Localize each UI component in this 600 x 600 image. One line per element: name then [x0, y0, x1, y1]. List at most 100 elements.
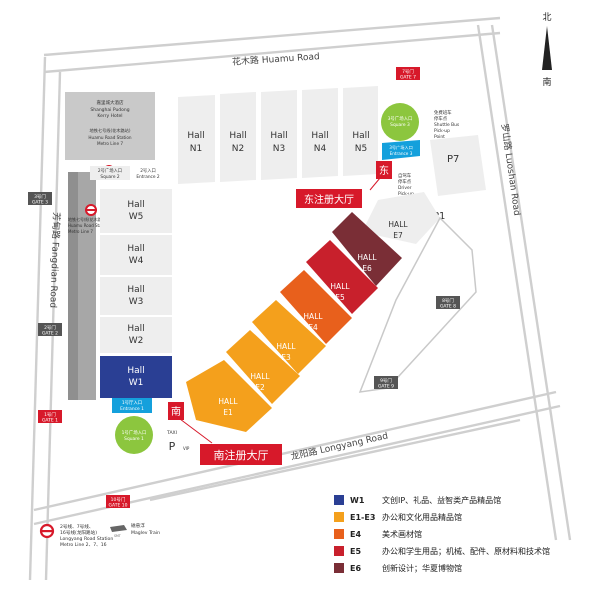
hall-e6[interactable]	[332, 212, 402, 286]
metro-bottom-l3: Longyang Road Station	[60, 536, 113, 542]
shuttle-l1: 免费班车	[434, 109, 452, 116]
taxi-label: TAXI	[166, 430, 177, 436]
gate8-en: GATE 8	[440, 304, 456, 310]
metro-left-l3: Metro Line 7	[68, 229, 93, 234]
square3-circle[interactable]	[381, 103, 419, 141]
hall-n3-l2: N3	[273, 144, 285, 154]
hall-w1-l1: Hall	[127, 366, 144, 376]
hall-n5[interactable]	[343, 86, 378, 176]
hall-e5[interactable]	[306, 240, 378, 314]
hall-e4-l2: E4	[308, 323, 318, 332]
hall-w5[interactable]	[100, 189, 172, 233]
hotel-label-en2: Kerry Hotel	[97, 113, 122, 119]
square1-en: Square 1	[124, 436, 144, 442]
compass-north-label: 北	[542, 12, 551, 23]
gate10-en: GATE 10	[109, 503, 128, 509]
east-reg-label: 东注册大厅	[304, 193, 354, 206]
hall-w5-l1: Hall	[127, 200, 144, 210]
legend-desc-e5: 办公和学生用品；机械、配件、原材料和技术馆	[382, 546, 550, 556]
hall-e3-l1: HALL	[276, 342, 296, 351]
hall-w2-l1: Hall	[127, 324, 144, 334]
hall-w3-l2: W3	[129, 297, 144, 307]
shuttle-l3: Shuttle Bus	[434, 122, 460, 128]
gate7-box[interactable]	[396, 67, 420, 80]
hall-w4[interactable]	[100, 235, 172, 275]
shuttle-l2: 停车点	[434, 115, 448, 122]
metro-top-l2: Huamu Road Station	[88, 135, 132, 140]
hall-w3[interactable]	[100, 277, 172, 315]
hall-n2-l2: N2	[232, 144, 244, 154]
entrance1-cn: 1号厅入口	[122, 400, 142, 406]
metro-marker-bottom	[39, 523, 55, 539]
west-corridor-inner	[78, 172, 96, 400]
legend-swatch-w1	[334, 495, 344, 505]
maglev-icon	[110, 525, 127, 532]
hall-w1[interactable]	[100, 356, 172, 398]
legend-code-e6: E6	[350, 564, 361, 573]
entrance3-cn: 3号广场入口	[389, 144, 413, 151]
hall-n5-l1: Hall	[352, 131, 369, 141]
gate1-box[interactable]	[38, 410, 62, 423]
hall-e2-l1: HALL	[250, 372, 270, 381]
square1-circle[interactable]	[115, 416, 153, 454]
gate1-cn: 1号门	[44, 411, 56, 418]
gate10-box[interactable]	[106, 495, 130, 508]
hotel-label-cn: 嘉里城大酒店	[97, 99, 124, 106]
gate2-box[interactable]	[38, 323, 62, 336]
east-reg-badge[interactable]	[376, 161, 392, 179]
hall-w4-l2: W4	[129, 256, 144, 266]
gate2-en: GATE 2	[42, 331, 58, 337]
maglev-cn: 磁悬浮	[131, 522, 145, 529]
hall-n3[interactable]	[261, 90, 297, 180]
driver-l1: 自驾车	[398, 172, 412, 179]
south-reg-badge[interactable]	[168, 402, 184, 420]
hall-e4[interactable]	[280, 270, 352, 344]
gate7-cn: 7号门	[402, 68, 414, 75]
hall-e5-l2: E5	[335, 293, 345, 302]
compass-arrow-icon	[542, 26, 552, 70]
entrance1-box[interactable]	[112, 398, 152, 413]
hall-e3[interactable]	[252, 300, 326, 374]
driver-l2: 停车点	[398, 178, 412, 185]
hall-e5-l1: HALL	[330, 282, 350, 291]
south-reg-label-box[interactable]	[200, 444, 282, 465]
gate9-box[interactable]	[374, 376, 398, 389]
hall-n2[interactable]	[220, 92, 256, 182]
hall-n1[interactable]	[178, 95, 215, 184]
hall-n4[interactable]	[302, 88, 338, 178]
east-halls: HALL E7 HALL E6 HALL E5 HALL E4 HALL E3 …	[186, 192, 440, 432]
entrance3-box[interactable]	[382, 140, 420, 160]
hall-e3-l2: E3	[281, 353, 291, 362]
shuttle-l5: Point	[434, 134, 445, 140]
maglev-en: Maglev Train	[131, 530, 160, 536]
road-label-fangdian: 芳甸路 Fangdian Road	[47, 212, 62, 308]
gate9-en: GATE 9	[378, 384, 394, 390]
legend-swatch-e6	[334, 563, 344, 573]
gate8-cn: 8号门	[442, 297, 454, 304]
gate3-box[interactable]	[28, 192, 52, 205]
hall-w3-l1: Hall	[127, 285, 144, 295]
hall-n1-l1: Hall	[187, 131, 204, 141]
gate8-box[interactable]	[436, 296, 460, 309]
parking-p: P	[169, 440, 176, 453]
hall-e7[interactable]	[362, 192, 440, 244]
legend-code-e5: E5	[350, 547, 361, 556]
legend-code-e4: E4	[350, 530, 361, 539]
east-reg-label-box[interactable]	[296, 189, 362, 208]
hall-e2[interactable]	[226, 330, 300, 404]
legend-code-e1e3: E1-E3	[350, 513, 375, 522]
gate2-cn: 2号门	[44, 324, 56, 331]
legend-desc-e4: 美术画材馆	[382, 529, 422, 539]
hall-w2[interactable]	[100, 317, 172, 353]
hall-e6-l2: E6	[362, 264, 372, 273]
legend: W1 文创IP、礼品、益智类产品精品馆 E1-E3 办公和文化用品精品馆 E4 …	[334, 495, 550, 573]
parking-p7-area	[430, 135, 486, 196]
hall-w4-l1: Hall	[127, 244, 144, 254]
hall-e1[interactable]	[186, 360, 272, 432]
gate7-en: GATE 7	[400, 75, 416, 81]
maglev-badge: SMT	[114, 534, 121, 538]
gate9-cn: 9号门	[380, 377, 392, 384]
legend-swatch-e4	[334, 529, 344, 539]
north-halls: Hall N1 Hall N2 Hall N3 Hall N4 Hall N5	[178, 86, 378, 184]
road-label-luoshan: 罗山路 Luoshan Road	[499, 123, 524, 217]
